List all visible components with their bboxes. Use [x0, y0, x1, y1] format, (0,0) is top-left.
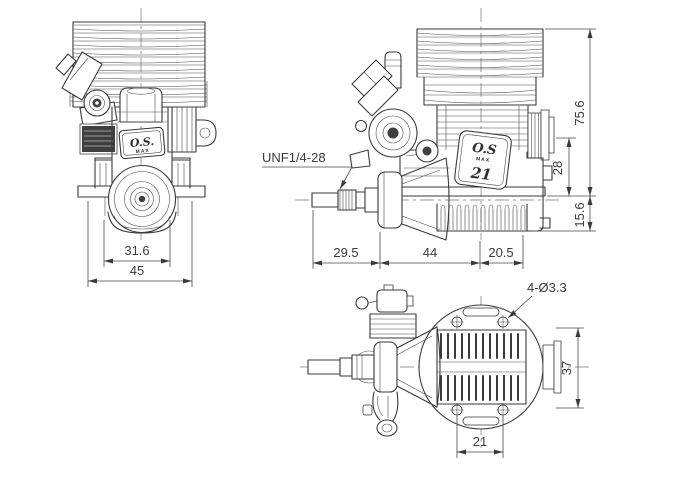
front-rear-rings [167, 106, 217, 153]
dim-rear-length-label: 20.5 [488, 245, 513, 260]
dim-hole-spacing-label: 21 [473, 434, 487, 449]
hole-callout-label: 4-Ø3.3 [527, 280, 567, 295]
side-crankshaft [311, 157, 450, 241]
top-dimensions: 4-Ø3.3 37 21 [456, 280, 584, 458]
top-exhaust-flange [542, 340, 562, 394]
side-carburetor [349, 51, 439, 169]
front-mount-tab [195, 119, 217, 147]
front-view: O.S. MAX [55, 8, 217, 240]
top-throttle-ball [355, 296, 369, 310]
dim-front-length-label: 44 [423, 245, 437, 260]
dim-exhaust-height-label: 28 [550, 161, 565, 175]
side-exhaust-flange [527, 109, 555, 161]
front-logo-plate: O.S. MAX [118, 126, 166, 160]
dim-flange-width-label: 37 [559, 361, 574, 375]
dim-height-below-mount-label: 15.6 [572, 202, 587, 227]
top-view [300, 284, 592, 448]
front-logo-sub: MAX [135, 148, 150, 155]
side-logo-number: 21 [469, 164, 493, 185]
dim-crankcase-width-label: 31.6 [124, 243, 149, 258]
dim-height-above-mount-label: 75.6 [572, 100, 587, 125]
top-drive-washer [373, 341, 398, 393]
front-logo-script: O.S. [129, 135, 154, 150]
front-carburetor [55, 51, 118, 155]
side-logo-script: O.S [471, 141, 497, 159]
top-fins-upper [440, 333, 519, 359]
side-view: O.S MAX 21 [295, 8, 560, 241]
front-venturi-tube [119, 87, 163, 123]
top-screw-holes [450, 315, 510, 417]
side-cooling-fins [416, 28, 544, 106]
dim-shaft-length-label: 29.5 [333, 245, 358, 260]
side-mounting-lug [395, 186, 546, 197]
dim-mount-width-label: 45 [130, 263, 144, 278]
top-head-circle [418, 304, 544, 430]
side-thread-section [337, 189, 357, 211]
top-carb-lower [362, 391, 399, 437]
front-crankcase-body: O.S. MAX [77, 106, 206, 216]
top-crankshaft [307, 326, 441, 408]
side-rear-fins [440, 204, 526, 230]
top-fins-lower [440, 375, 519, 401]
front-dimensions: 31.6 45 [87, 201, 193, 287]
thread-label: UNF1/4-28 [262, 150, 326, 165]
front-lower-case [107, 211, 177, 234]
side-drive-washer [377, 171, 403, 229]
front-drive-washer [107, 164, 177, 234]
side-dimensions: UNF1/4-28 75.6 28 15.6 29.5 44 20.5 [262, 28, 596, 269]
top-carburetor [355, 284, 417, 339]
side-logo-sub: MAX [476, 156, 491, 164]
side-crankcase: O.S MAX 21 [395, 130, 553, 232]
side-logo-plate: O.S MAX 21 [454, 130, 512, 190]
